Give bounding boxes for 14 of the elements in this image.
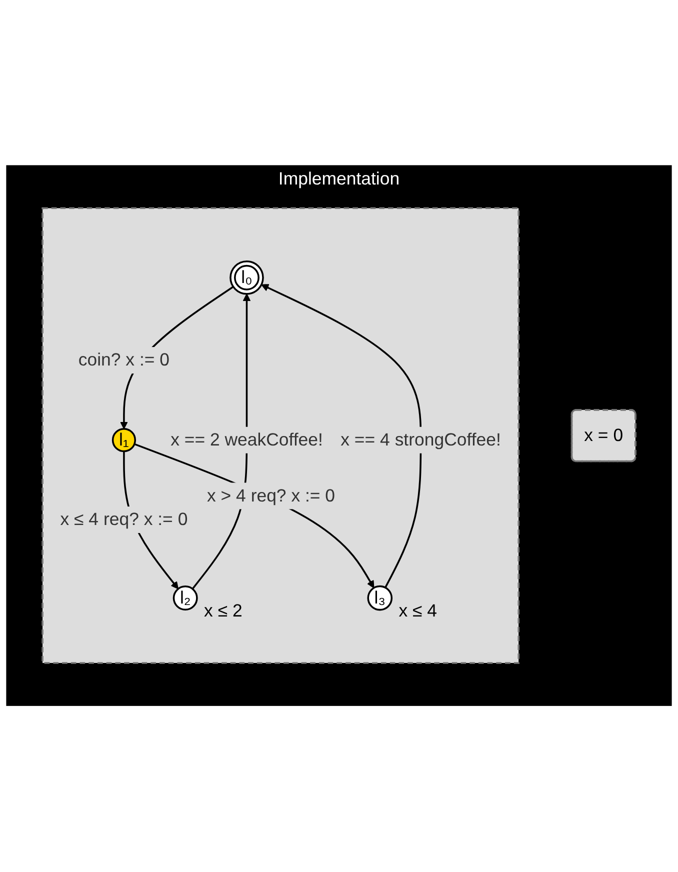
cluster bbox=[42, 208, 520, 664]
edge-label: x > 4 req? x := 0 bbox=[206, 486, 336, 506]
node-circle: l₃ bbox=[367, 586, 393, 612]
edge-label: coin? x := 0 bbox=[78, 351, 170, 370]
node-circle: l₁ bbox=[112, 428, 136, 453]
edge-label: x == 2 weakCoffee! bbox=[170, 430, 323, 450]
invariant-label: x ≤ 4 bbox=[398, 601, 438, 622]
arrow bbox=[261, 284, 422, 588]
edge-label: x == 4 strongCoffee! bbox=[340, 430, 501, 450]
node-circle: l₂ bbox=[172, 586, 198, 611]
edge-label: x ≤ 4 req? x := 0 bbox=[60, 510, 188, 530]
invariant-label: x ≤ 2 bbox=[204, 601, 242, 622]
arrow bbox=[134, 444, 374, 589]
node-circle: l₀ bbox=[230, 260, 264, 296]
